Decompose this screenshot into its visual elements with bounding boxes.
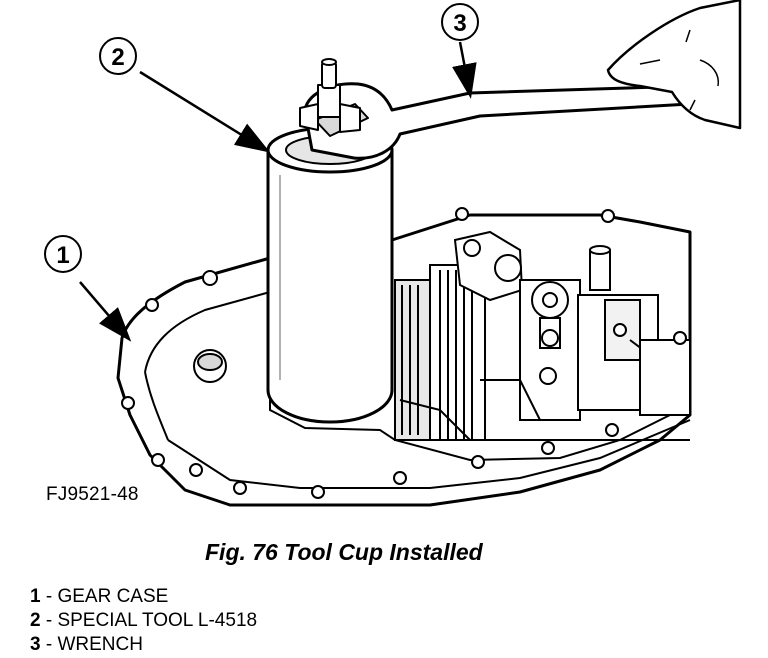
hand (606, 0, 742, 130)
legend-item-3-number: 3 (30, 634, 41, 655)
legend-item-1-text: - GEAR CASE (40, 586, 169, 607)
legend-list: 1 - GEAR CASE 2 - SPECIAL TOOL L-4518 3 … (30, 585, 257, 657)
internal-mechanism (394, 230, 691, 441)
legend-item-2-number: 2 (30, 610, 41, 631)
legend-item-1: 1 - GEAR CASE (30, 585, 257, 609)
legend-item-2-text: - SPECIAL TOOL L-4518 (40, 610, 258, 631)
callout-2: 2 (99, 37, 271, 153)
legend-item-3-text: - WRENCH (40, 634, 143, 655)
legend-item-2: 2 - SPECIAL TOOL L-4518 (30, 609, 257, 633)
callout-3-number: 3 (453, 10, 466, 37)
figure-code: FJ9521-48 (46, 484, 139, 505)
special-tool-cup (266, 126, 394, 424)
figure-caption: Fig. 76 Tool Cup Installed (205, 539, 483, 565)
callout-3: 3 (441, 3, 479, 99)
legend-item-3: 3 - WRENCH (30, 633, 257, 657)
callout-1-number: 1 (56, 242, 69, 269)
callout-1: 1 (44, 235, 132, 342)
legend-item-1-number: 1 (30, 586, 41, 607)
inner-wall (144, 371, 691, 489)
flange-line (144, 290, 691, 462)
gear-case-tool-illustration: 1 2 3 (44, 0, 742, 507)
wrench (299, 58, 692, 160)
callout-2-number: 2 (111, 44, 124, 71)
bolt-holes (121, 207, 687, 499)
